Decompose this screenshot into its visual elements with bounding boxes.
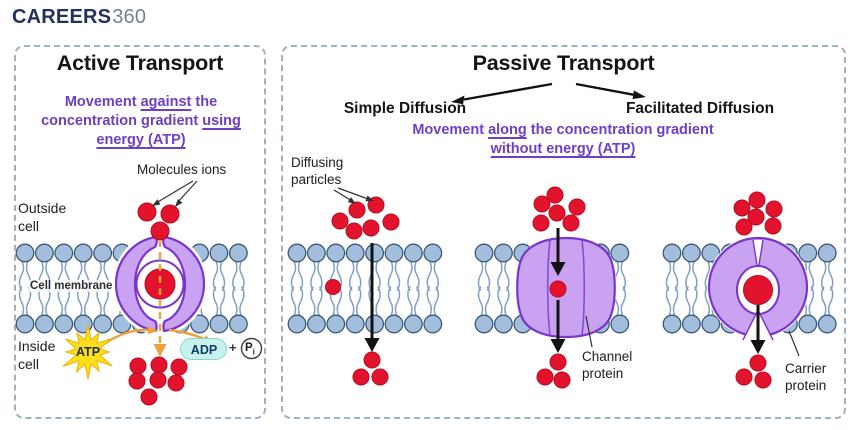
atp-starburst	[62, 324, 113, 380]
molecule-dot	[170, 358, 188, 376]
molecule-dot	[536, 368, 554, 386]
logo-brand-text: CAREERS	[12, 6, 112, 28]
molecule-dot	[371, 368, 389, 386]
molecule-dot	[150, 221, 170, 241]
passive-transport-subtitle: Movement along the concentration gradien…	[412, 122, 714, 158]
molecule-dot	[167, 374, 185, 392]
adp-label: ADP	[190, 342, 218, 357]
molecule-dot	[568, 198, 586, 216]
molecule-dot	[549, 353, 567, 371]
molecule-dot	[749, 354, 767, 372]
molecule-dot	[137, 202, 157, 222]
careers360-logo: CAREERS360	[12, 6, 146, 29]
molecule-dot	[533, 195, 551, 213]
molecule-dot	[735, 218, 753, 236]
phosphate-circle	[240, 337, 263, 360]
passive-transport-panel	[281, 45, 846, 419]
logo-suffix-text: 360	[112, 6, 147, 28]
phosphate-label: Pi	[245, 341, 255, 356]
carrier-protein-label: Carrier protein	[785, 361, 827, 394]
molecule-dot	[747, 208, 765, 226]
cell-membrane-label: Cell membrane	[27, 280, 116, 292]
facilitated-diffusion-label: Facilitated Diffusion	[625, 100, 775, 117]
molecule-dot	[348, 201, 366, 219]
molecule-dot	[764, 217, 782, 235]
molecule-dot	[149, 371, 167, 389]
molecule-dot	[382, 213, 400, 231]
simple-diffusion-label: Simple Diffusion	[343, 100, 467, 117]
molecule-dot	[331, 212, 349, 230]
molecule-dot	[362, 219, 380, 237]
molecule-dot	[754, 371, 772, 389]
molecules-ions-label: Molecules ions	[137, 162, 227, 177]
molecule-dot	[140, 388, 158, 406]
molecule-dot	[548, 204, 566, 222]
diffusing-particles-label: Diffusing particles	[291, 155, 344, 188]
molecule-dot	[363, 351, 381, 369]
channel-protein-label: Channel protein	[582, 349, 633, 382]
inside-cell-label: Inside cell	[18, 338, 56, 372]
molecule-dot	[352, 368, 370, 386]
molecule-dot	[748, 191, 766, 209]
molecule-dots	[128, 186, 783, 406]
active-transport-subtitle: Movement against the concentration gradi…	[41, 94, 241, 149]
molecule-dot	[345, 222, 363, 240]
molecule-dot	[733, 199, 751, 217]
transport-arrows	[364, 228, 766, 354]
molecule-dot	[735, 368, 753, 386]
membrane-segment	[287, 243, 443, 334]
branch-arrows	[451, 82, 646, 105]
active-transport-panel	[14, 45, 266, 419]
molecule-dot	[128, 372, 146, 390]
molecule-dot	[546, 186, 564, 204]
plus-sign: +	[229, 340, 237, 355]
active-transport-title: Active Transport	[56, 51, 224, 75]
molecule-dot	[325, 279, 341, 295]
label-pointers	[152, 180, 800, 357]
passive-transport-title: Passive Transport	[472, 51, 655, 75]
molecule-dot	[532, 214, 550, 232]
molecule-dot	[562, 214, 580, 232]
molecule-dot	[553, 371, 571, 389]
outside-cell-label: Outside cell	[18, 200, 67, 234]
molecule-dot	[129, 357, 147, 375]
adp-pill	[180, 338, 227, 360]
pump-protein	[113, 233, 207, 335]
molecule-dot	[765, 200, 783, 218]
atp-label: ATP	[75, 345, 101, 359]
molecule-dot	[549, 280, 567, 298]
molecule-dot	[150, 356, 168, 374]
molecule-dot	[160, 204, 180, 224]
